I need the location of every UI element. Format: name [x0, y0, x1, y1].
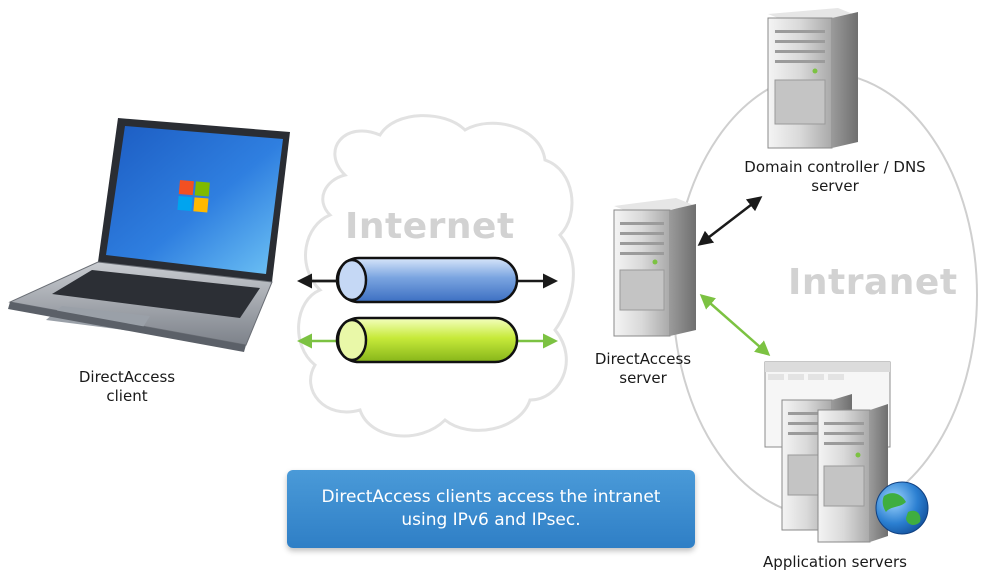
application-servers-label: Application servers: [763, 553, 907, 571]
domain-controller-server-icon: [767, 8, 858, 149]
info-callout: DirectAccess clients access the intranet…: [287, 470, 695, 548]
globe-icon: [875, 481, 929, 535]
laptop-icon: [8, 118, 290, 352]
directaccess-server-label: DirectAccess server: [594, 350, 692, 387]
domain-controller-label: Domain controller / DNS server: [744, 158, 926, 195]
directaccess-server-icon: [613, 198, 696, 337]
intranet-label: Intranet: [788, 262, 958, 303]
ipsec-tunnel-green: [297, 316, 558, 364]
cloud-icon: [297, 114, 575, 438]
app-link-arrow: [699, 294, 771, 356]
dc-link-arrow: [697, 196, 763, 246]
internet-label: Internet: [345, 206, 515, 247]
application-server-icon: [817, 404, 888, 543]
client-label: DirectAccess client: [78, 368, 176, 405]
callout-text: DirectAccess clients access the intranet…: [321, 487, 661, 530]
ipv6-tunnel-blue: [297, 256, 558, 304]
